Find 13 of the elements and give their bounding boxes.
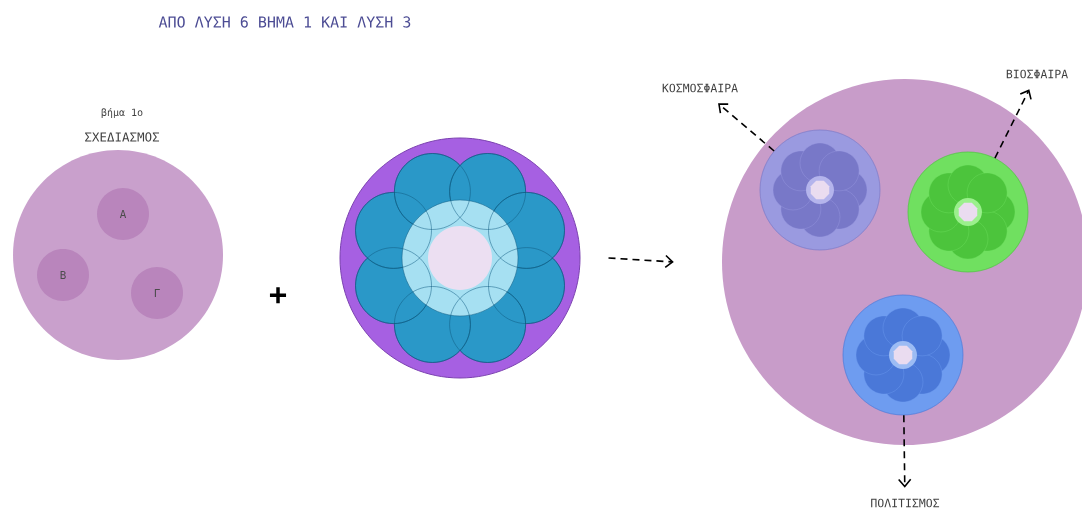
label-text: ΒΙΟΣΦΑΙΡΑ <box>1006 69 1068 79</box>
flower-drawing <box>842 294 964 416</box>
dashed-arrow <box>897 414 912 488</box>
dashed-arrow <box>607 254 674 269</box>
dashed-arrow <box>718 103 775 152</box>
label-text: ΚΟΣΜΟΣΦΑΙΡΑ <box>662 83 738 93</box>
flower-drawing <box>907 151 1029 273</box>
title: ΑΠΟ ΛΥΣΗ 6 ΒΗΜΑ 1 ΚΑΙ ΛΥΣΗ 3 <box>158 16 411 28</box>
circle-diagram-drawing <box>339 137 581 379</box>
dashed-arrow <box>994 89 1032 159</box>
plus-sign: + <box>269 287 287 304</box>
label-text: ΠΟΛΙΤΙΣΜΟΣ <box>871 498 940 508</box>
flower-drawing <box>759 129 881 251</box>
